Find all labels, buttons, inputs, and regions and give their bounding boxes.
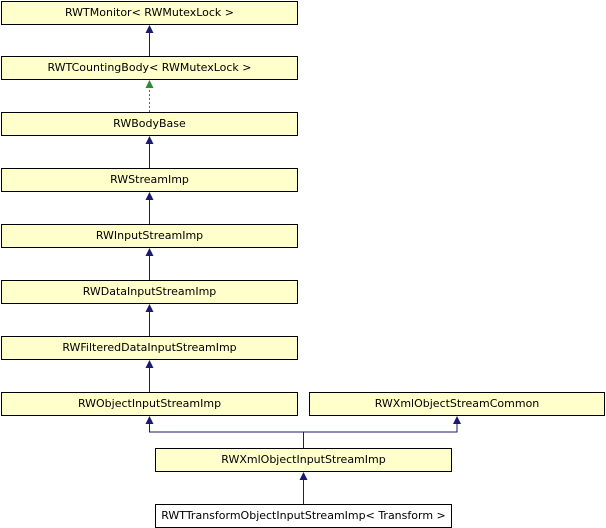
edge-rwxmlobjectinputstreamimp-to-rwxmlobjectstreamcommon xyxy=(303,416,461,448)
node-rwbodybase[interactable]: RWBodyBase xyxy=(1,112,298,136)
node-label: RWXmlObjectStreamCommon xyxy=(374,397,540,410)
node-label: RWDataInputStreamImp xyxy=(82,285,217,298)
node-rwtmonitor[interactable]: RWTMonitor< RWMutexLock > xyxy=(1,1,298,25)
node-rwtcountingbody[interactable]: RWTCountingBody< RWMutexLock > xyxy=(1,56,298,80)
node-label: RWXmlObjectInputStreamImp xyxy=(221,453,386,466)
node-rwobjectinputstreamimp[interactable]: RWObjectInputStreamImp xyxy=(1,392,298,416)
node-rwinputstreamimp[interactable]: RWInputStreamImp xyxy=(1,224,298,248)
node-label: RWStreamImp xyxy=(110,173,189,186)
node-label: RWInputStreamImp xyxy=(95,229,204,242)
node-label: RWTMonitor< RWMutexLock > xyxy=(64,6,235,19)
node-rwfiltereddatainputstreamimp[interactable]: RWFilteredDataInputStreamImp xyxy=(1,336,298,360)
node-label: RWBodyBase xyxy=(113,117,186,130)
node-label: RWTCountingBody< RWMutexLock > xyxy=(47,61,252,74)
node-rwdatainputstreamimp[interactable]: RWDataInputStreamImp xyxy=(1,280,298,304)
node-rwxmlobjectstreamcommon[interactable]: RWXmlObjectStreamCommon xyxy=(309,392,605,416)
node-label: RWObjectInputStreamImp xyxy=(77,397,222,410)
node-rwxmlobjectinputstreamimp[interactable]: RWXmlObjectInputStreamImp xyxy=(155,448,452,472)
node-label: RWFilteredDataInputStreamImp xyxy=(62,341,237,354)
node-rwttransformobjectinputstreamimp: RWTTransformObjectInputStreamImp< Transf… xyxy=(155,504,452,528)
node-rwstreamimp[interactable]: RWStreamImp xyxy=(1,168,298,192)
edge-rwxmlobjectinputstreamimp-to-rwobjectinputstreamimp xyxy=(145,416,304,448)
node-label: RWTTransformObjectInputStreamImp< Transf… xyxy=(161,509,446,522)
